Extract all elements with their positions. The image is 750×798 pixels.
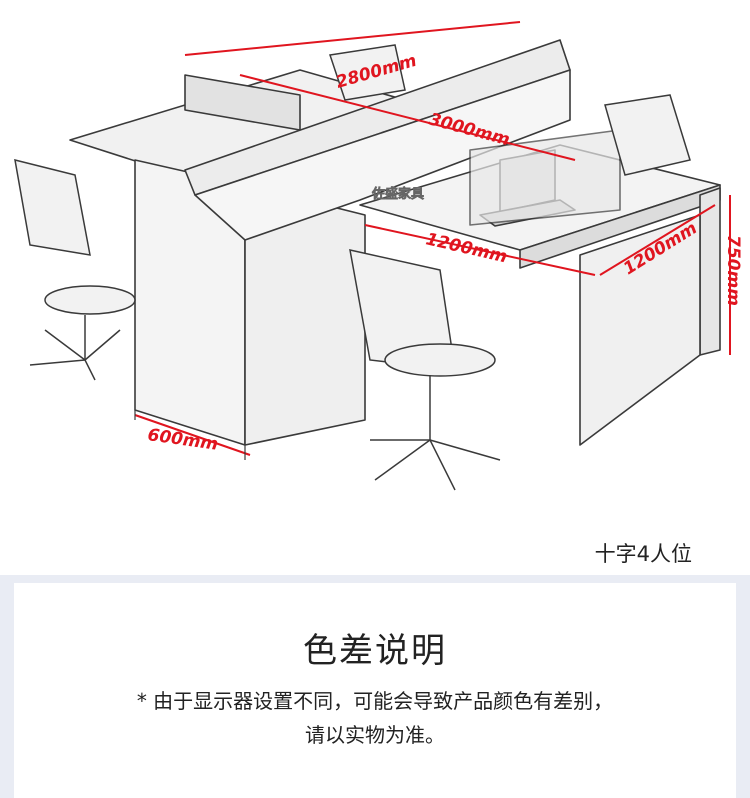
- notice-line-2: 请以实物为准。: [305, 723, 445, 747]
- dimension-desk-height: 750mm: [723, 235, 743, 306]
- layout-caption: 十字4人位: [594, 542, 692, 566]
- notice-title: 色差说明: [303, 631, 447, 671]
- brand-label: 佐盛家具: [371, 186, 424, 202]
- notice-line-1: * 由于显示器设置不同，可能会导致产品颜色有差别，: [136, 689, 614, 713]
- color-notice-card: 色差说明 * 由于显示器设置不同，可能会导致产品颜色有差别， 请以实物为准。: [14, 583, 736, 798]
- office-desk-illustration: 2800mm 3000mm 1200mm 1200mm 750mm 600mm …: [14, 21, 743, 491]
